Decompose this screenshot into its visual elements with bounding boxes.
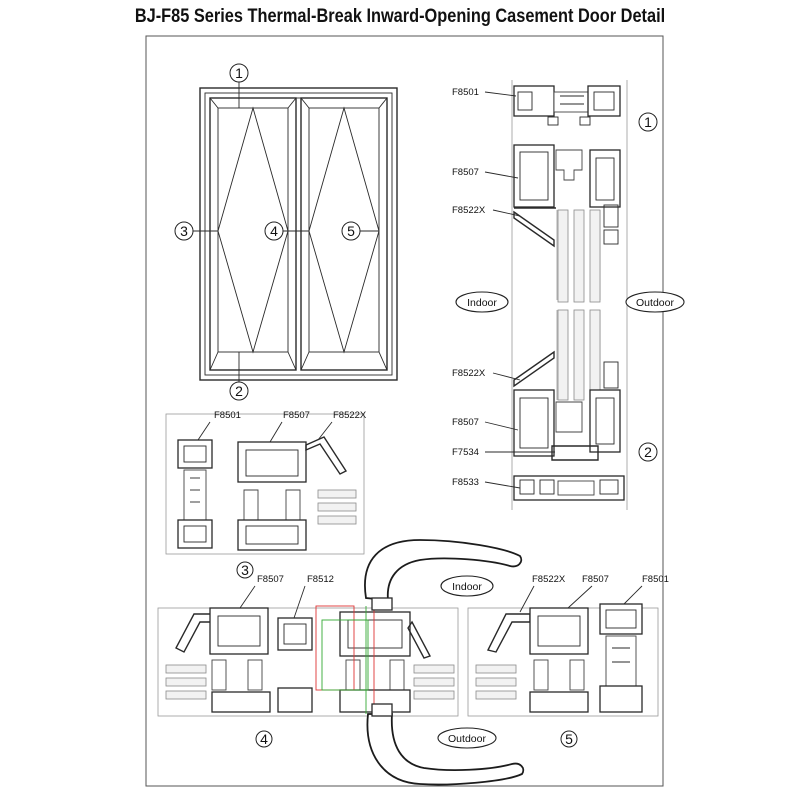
label-f8512-h3: F8512 [307,574,334,585]
outdoor-oval-bottom [437,727,497,749]
callout-circle-2 [229,381,249,401]
section-callout-4: 4 [260,731,268,747]
label-f8507-h5: F8507 [582,574,609,585]
section-callout-circle-2 [638,442,658,462]
indoor-label-bottom: Indoor [452,581,482,593]
outdoor-oval-right [625,291,685,313]
section-callout-2: 2 [644,444,652,460]
label-f8507-h3: F8507 [257,574,284,585]
callout-circle-4 [264,221,284,241]
door-handle [364,539,525,786]
horizontal-section-center [157,585,459,717]
callout-4: 4 [270,223,278,239]
elevation-callouts: 1 2 3 4 5 [174,63,361,401]
callout-circle-1 [229,63,249,83]
label-f8507-h1: F8507 [283,410,310,421]
indoor-oval-bottom [440,575,494,597]
section-callout-circle-1 [638,112,658,132]
section-callout-circle-5 [560,730,578,748]
callout-circle-5 [341,221,361,241]
label-f8522x-h1: F8522X [333,410,367,421]
section-callout-circle-3 [236,561,254,579]
label-f8501-vertical: F8501 [452,87,479,98]
horizontal-section-5 [467,585,659,717]
callout-circle-3 [174,221,194,241]
callout-3: 3 [180,223,188,239]
label-f7534: F7534 [452,447,479,458]
door-elevation [193,82,398,382]
section-callout-1: 1 [644,114,652,130]
section-callout-5: 5 [565,731,573,747]
callout-2: 2 [235,383,243,399]
page-title: BJ-F85 Series Thermal-Break Inward-Openi… [134,6,666,27]
indoor-oval-right [455,291,509,313]
label-f8522x-vertical-top: F8522X [452,205,486,216]
callout-5: 5 [347,223,355,239]
horizontal-section-1 [165,413,365,555]
label-f8507-vertical-bottom: F8507 [452,417,479,428]
label-f8522x-h5: F8522X [532,574,566,585]
outdoor-label-right: Outdoor [636,297,674,309]
outdoor-label-bottom: Outdoor [448,733,486,745]
label-f8507-vertical-top: F8507 [452,167,479,178]
label-f8501-h5: F8501 [642,574,669,585]
drawing-border [145,35,664,787]
label-f8533: F8533 [452,477,479,488]
label-f8522x-vertical-bottom: F8522X [452,368,486,379]
indoor-label-right: Indoor [467,297,497,309]
section-callout-3: 3 [241,562,249,578]
section-callout-circle-4 [255,730,273,748]
callout-1: 1 [235,65,243,81]
label-f8501-h1: F8501 [214,410,241,421]
vertical-section [484,80,628,510]
